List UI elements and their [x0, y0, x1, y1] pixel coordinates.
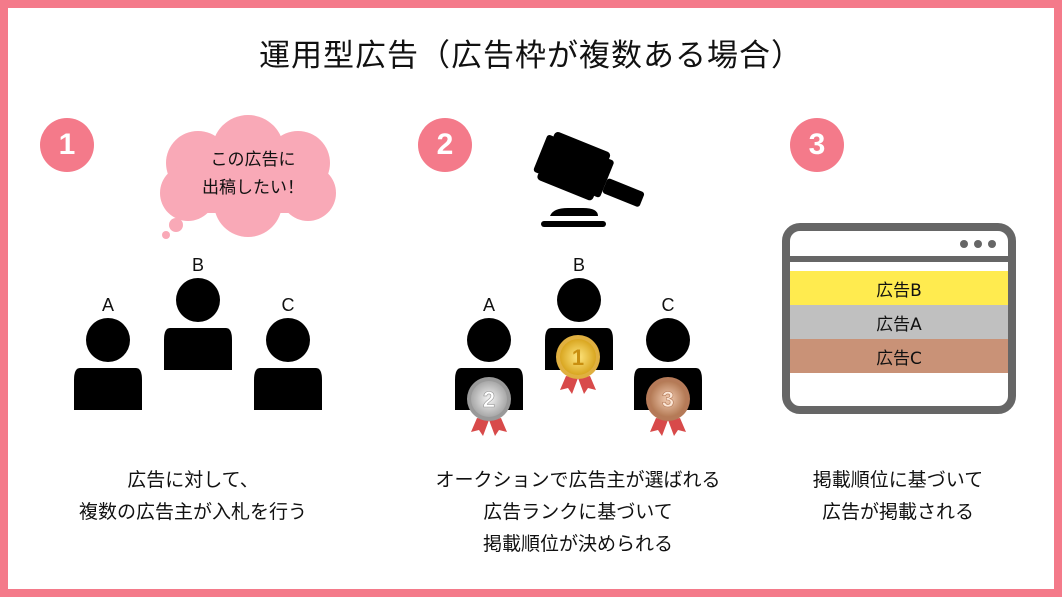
step-2-caption: オークションで広告主が選ばれる 広告ランクに基づいて 掲載順位が決められる — [388, 464, 768, 560]
browser-window-icon — [782, 223, 1016, 414]
bubble-line: 出稿したい！ — [202, 178, 304, 198]
person-label-b: B — [191, 255, 204, 275]
person-icon-c — [254, 318, 322, 410]
svg-text:2: 2 — [483, 387, 495, 412]
page-title: 運用型広告（広告枠が複数ある場合） — [259, 38, 803, 74]
figures: 1 2 3 — [74, 132, 1016, 436]
medal-bronze-icon: 3 — [646, 377, 690, 436]
caption-line: 広告が掲載される — [821, 501, 974, 523]
person-icon-a — [74, 318, 142, 410]
caption-line: 広告に対して、 — [127, 469, 259, 491]
step-3-caption: 掲載順位に基づいて 広告が掲載される — [768, 464, 1028, 528]
svg-text:1: 1 — [572, 345, 584, 370]
medal-silver-icon: 2 — [467, 377, 511, 436]
step-3-number: 3 — [790, 118, 844, 172]
speech-bubble-icon — [160, 115, 336, 239]
person-label-b: B — [572, 255, 585, 275]
person-icon-b — [164, 278, 232, 370]
svg-text:3: 3 — [662, 387, 674, 412]
speech-bubble: この広告に 出稿したい！ — [178, 146, 328, 202]
caption-line: 広告ランクに基づいて — [483, 501, 673, 523]
step-1-number: 1 — [40, 118, 94, 172]
caption-line: 掲載順位が決められる — [482, 533, 673, 555]
person-label-c: C — [281, 295, 295, 315]
person-label-a: A — [101, 295, 114, 315]
bubble-line: この広告に — [210, 150, 296, 170]
gavel-icon — [533, 132, 645, 227]
medal-gold-icon: 1 — [556, 335, 600, 394]
step-2-number: 2 — [418, 118, 472, 172]
caption-line: 掲載順位に基づいて — [812, 469, 984, 491]
caption-line: オークションで広告主が選ばれる — [435, 469, 721, 491]
step-1-caption: 広告に対して、 複数の広告主が入札を行う — [28, 464, 358, 528]
person-label-a: A — [482, 295, 495, 315]
caption-line: 複数の広告主が入札を行う — [78, 501, 307, 523]
ad-slot-2: 広告A — [790, 305, 1008, 339]
ad-slot-3: 広告C — [790, 339, 1008, 373]
ad-slot-1: 広告B — [790, 271, 1008, 305]
person-label-c: C — [661, 295, 675, 315]
